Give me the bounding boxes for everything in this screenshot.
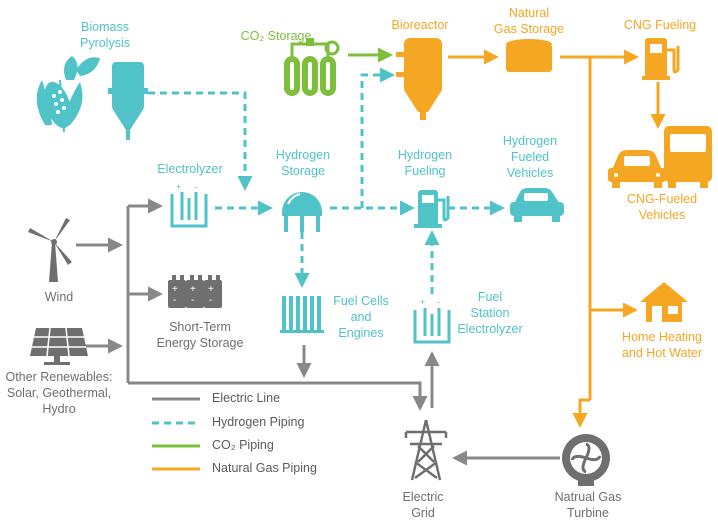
svg-text:+: +	[208, 284, 214, 295]
cng-pump-screen	[650, 44, 662, 53]
wind-turbine-icon	[28, 218, 72, 282]
label-short-term-storage: Short-Term Energy Storage	[150, 319, 250, 351]
label-hydrogen-fueling: Hydrogen Fueling	[393, 147, 457, 179]
svg-text:+: +	[190, 284, 196, 295]
label-electrolyzer: Electrolyzer	[157, 162, 223, 176]
label-fse-line3: Electrolyzer	[457, 322, 523, 336]
label-wind: Wind	[44, 290, 74, 304]
label-natural-gas-turbine: Natrual Gas Turbine	[550, 489, 626, 521]
bioreactor-icon	[396, 38, 442, 120]
legend-natural-gas-piping: Natural Gas Piping	[212, 461, 317, 475]
hydrogen-piping	[148, 67, 505, 294]
label-h2-vehicles-line2: Fueled	[510, 150, 550, 164]
label-grid-line1: Electric	[402, 490, 444, 504]
house-door	[652, 306, 662, 322]
label-fuel-cells-line1: Fuel Cells	[333, 294, 389, 308]
label-biomass-line2: Pyrolysis	[79, 36, 130, 50]
cng-vehicle-windows	[614, 134, 706, 177]
label-electric-grid: Electric Grid	[396, 489, 450, 521]
hydrogen-storage-sphere-icon	[282, 192, 322, 232]
label-cng-vehicles: CNG-Fueled Vehicles	[620, 191, 704, 223]
co2-tank-highlights	[290, 62, 330, 90]
electrolyzer-plus: +	[176, 182, 181, 192]
label-h2-storage-line1: Hydrogen	[275, 148, 331, 162]
svg-text:-: -	[173, 295, 176, 306]
bus-to-grid	[128, 381, 428, 411]
transmission-tower-icon	[404, 419, 448, 481]
label-hydrogen-storage: Hydrogen Storage	[270, 147, 336, 179]
label-natural-gas-storage: Natural Gas Storage	[490, 5, 568, 37]
label-biomass-line1: Biomass	[81, 20, 129, 34]
label-storage-line1: Short-Term	[169, 320, 231, 334]
legend-co2-piping: CO₂ Piping	[212, 438, 274, 452]
label-renewables-line2: Solar, Geothermal,	[6, 386, 112, 400]
label-gas-storage-line2: Gas Storage	[493, 22, 565, 36]
svg-text:-: -	[191, 295, 194, 306]
house-icon	[640, 282, 688, 322]
label-renewables-line1: Other Renewables:	[5, 370, 113, 384]
label-co2-storage: CO₂ Storage	[240, 29, 312, 43]
label-turbine-line2: Turbine	[567, 506, 609, 520]
legend-electric-line: Electric Line	[212, 391, 281, 405]
corn-kernels	[52, 90, 66, 114]
fuel-station-electrolyzer-icon	[413, 308, 451, 344]
label-fse-line2: Station	[470, 306, 510, 320]
label-hydrogen-fueled-vehicles: Hydrogen Fueled Vehicles	[497, 133, 563, 181]
label-home-line1: Home Heating	[622, 330, 702, 344]
label-grid-line2: Grid	[411, 506, 435, 520]
fuel-cell-stack-icon	[280, 296, 324, 333]
label-h2-fueling-line1: Hydrogen	[397, 148, 453, 162]
biomass-plant-icon	[36, 56, 100, 133]
label-cng-fueling: CNG Fueling	[623, 18, 697, 32]
label-biomass-pyrolysis: Biomass Pyrolysis	[75, 19, 135, 51]
label-gas-storage-line1: Natural	[508, 6, 550, 20]
label-fuel-cells-line3: Engines	[338, 326, 384, 340]
electrolyzer-icon	[170, 192, 208, 228]
label-h2-vehicles-line1: Hydrogen	[502, 134, 558, 148]
label-bioreactor: Bioreactor	[391, 18, 449, 32]
label-h2-fueling-line2: Fueling	[404, 164, 446, 178]
battery-terminals: + + + - - -	[172, 284, 214, 306]
natural-gas-piping	[448, 49, 666, 428]
house-window	[668, 306, 678, 314]
fuel-station-electrolyzer-plus: +	[420, 297, 425, 307]
label-turbine-line1: Natrual Gas	[554, 490, 622, 504]
label-fuel-station-electrolyzer: Fuel Station Electrolyzer	[452, 289, 528, 337]
solar-panel-icon	[30, 328, 88, 365]
sphere-highlight	[287, 193, 301, 205]
electric-lines	[76, 198, 560, 466]
label-other-renewables: Other Renewables: Solar, Geothermal, Hyd…	[0, 369, 118, 417]
label-fse-line1: Fuel	[477, 290, 503, 304]
hydrogen-pump-screen	[422, 195, 434, 203]
label-home-heating: Home Heating and Hot Water	[612, 329, 712, 361]
label-h2-storage-line2: Storage	[281, 164, 325, 178]
legend-hydrogen-piping: Hydrogen Piping	[212, 415, 305, 429]
label-fuel-cells: Fuel Cells and Engines	[330, 293, 392, 341]
hydrogen-vehicle-window	[524, 193, 548, 201]
fuel-station-electrolyzer-minus: -	[437, 297, 440, 307]
h2storage-to-bioreactor	[360, 67, 395, 208]
legend-swatches	[152, 397, 200, 471]
electrolyzer-minus: -	[194, 182, 197, 192]
label-renewables-line3: Hydro	[42, 402, 76, 416]
gas-storage-tank-icon	[506, 39, 552, 72]
battery-bank-icon	[168, 275, 222, 308]
label-fuel-cells-line2: and	[350, 310, 372, 324]
pyrolysis-reactor-icon	[108, 62, 148, 140]
gas-to-turbine	[572, 398, 590, 428]
gas-turbine-icon	[562, 434, 610, 486]
label-cng-vehicles-line1: CNG-Fueled	[626, 192, 698, 206]
label-storage-line2: Energy Storage	[156, 336, 244, 350]
svg-text:-: -	[209, 295, 212, 306]
label-home-line2: and Hot Water	[621, 346, 703, 360]
label-h2-vehicles-line3: Vehicles	[506, 166, 554, 180]
label-cng-vehicles-line2: Vehicles	[638, 208, 686, 222]
biomass-to-h2storage	[148, 91, 253, 191]
svg-text:+: +	[172, 284, 178, 295]
solar-panel-grid	[32, 327, 86, 357]
